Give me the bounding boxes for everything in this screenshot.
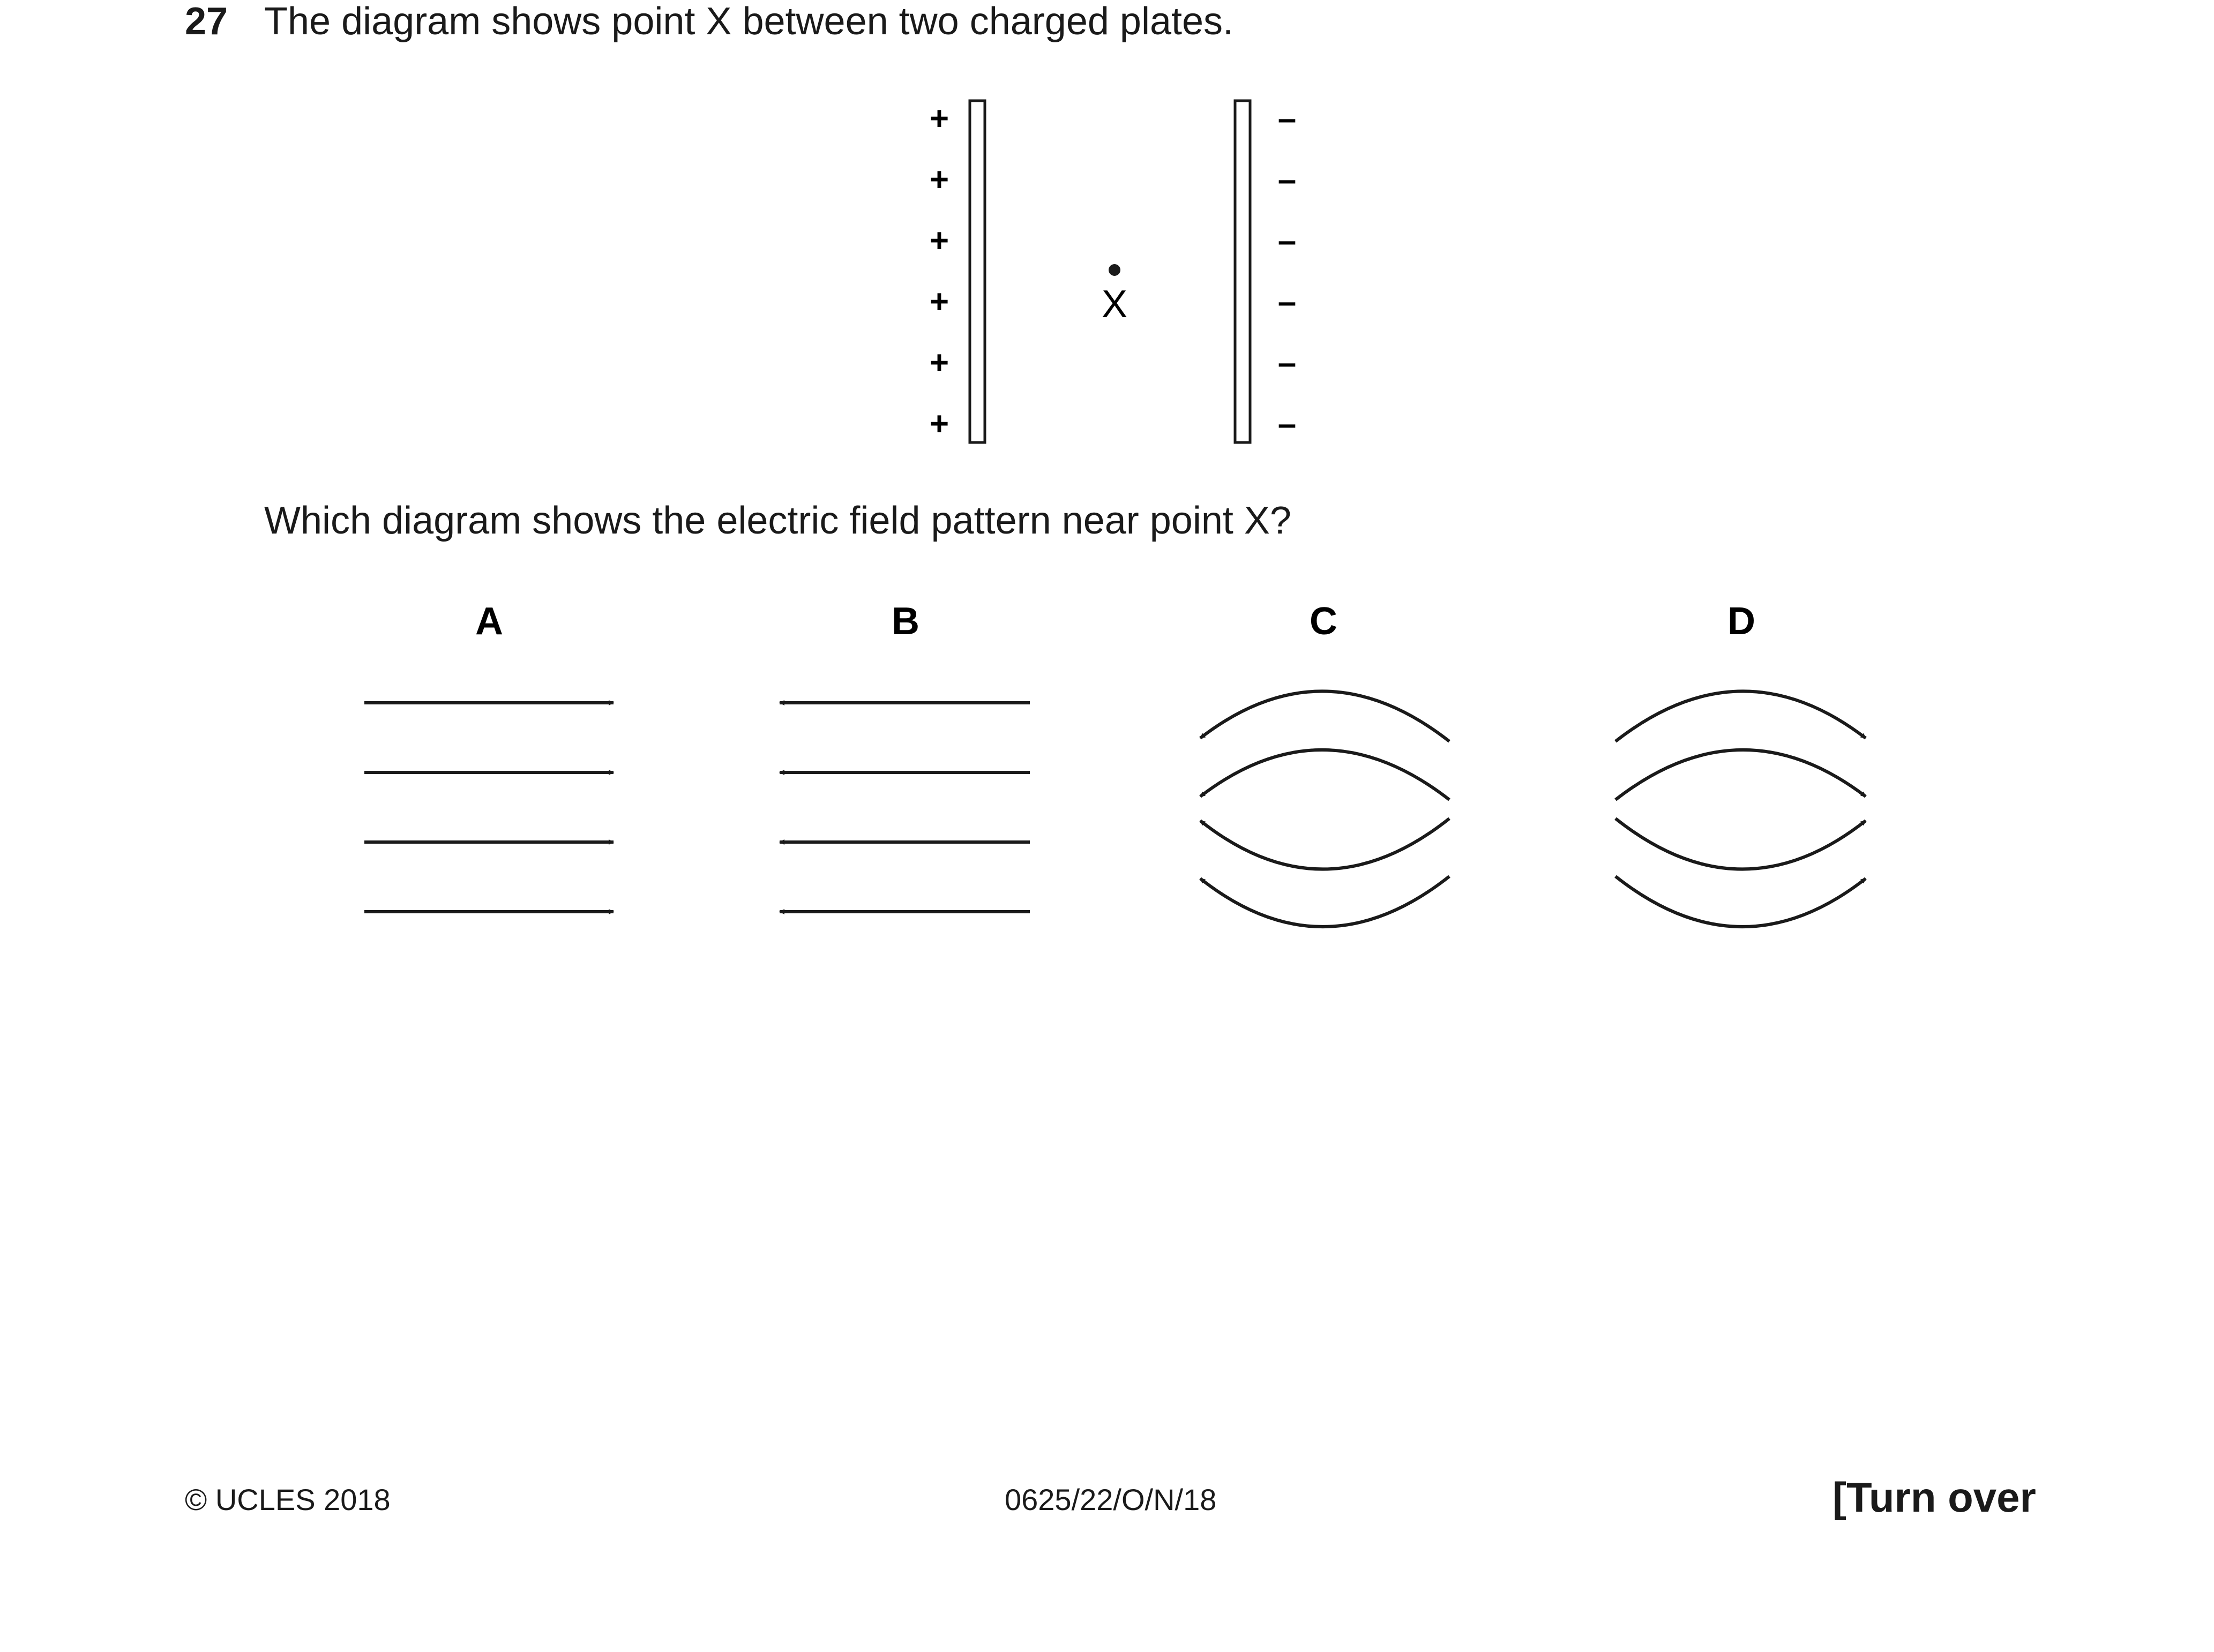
point-x-dot	[1109, 264, 1120, 276]
minus-sign: –	[1278, 161, 1296, 198]
minus-sign: –	[1278, 222, 1296, 259]
minus-sign: –	[1278, 344, 1296, 381]
positive-charges: + + + + + +	[930, 100, 949, 442]
field-line	[1199, 689, 1450, 743]
field-line	[1614, 817, 1867, 871]
question-prompt: Which diagram shows the electric field p…	[264, 499, 1291, 542]
question-number: 27	[185, 0, 228, 43]
option-label-b: B	[892, 600, 919, 643]
plus-sign: +	[930, 283, 949, 320]
minus-sign: –	[1278, 406, 1296, 442]
option-c-field-lines	[1199, 689, 1450, 928]
paper-code: 0625/22/O/N/18	[1005, 1483, 1217, 1516]
option-b-field-lines	[779, 700, 1030, 914]
field-line	[1199, 748, 1450, 801]
field-line	[1614, 689, 1867, 743]
copyright-notice: © UCLES 2018	[185, 1483, 391, 1516]
positive-plate	[968, 99, 986, 444]
minus-sign: –	[1278, 283, 1296, 320]
plus-sign: +	[930, 161, 949, 198]
turn-over-note: [Turn over	[1832, 1474, 2036, 1521]
question-stem: The diagram shows point X between two ch…	[264, 0, 1234, 43]
option-label-c: C	[1310, 600, 1337, 643]
field-line	[1614, 875, 1867, 928]
plus-sign: +	[930, 406, 949, 442]
field-line	[1199, 875, 1450, 928]
field-line	[1614, 748, 1867, 801]
option-d-field-lines	[1614, 689, 1867, 928]
plus-sign: +	[930, 222, 949, 259]
minus-sign: –	[1278, 100, 1296, 137]
plus-sign: +	[930, 100, 949, 137]
option-a-field-lines	[364, 700, 614, 914]
negative-charges: – – – – – –	[1278, 100, 1296, 442]
point-x-label: X	[1102, 283, 1127, 326]
negative-plate	[1233, 99, 1252, 444]
charged-plates-diagram: + + + + + + – – – – – – X	[930, 99, 1296, 444]
option-label-d: D	[1727, 600, 1755, 643]
field-line	[1199, 817, 1450, 871]
option-label-a: A	[475, 600, 503, 643]
option-labels: A B C D	[475, 600, 1755, 643]
plus-sign: +	[930, 344, 949, 381]
